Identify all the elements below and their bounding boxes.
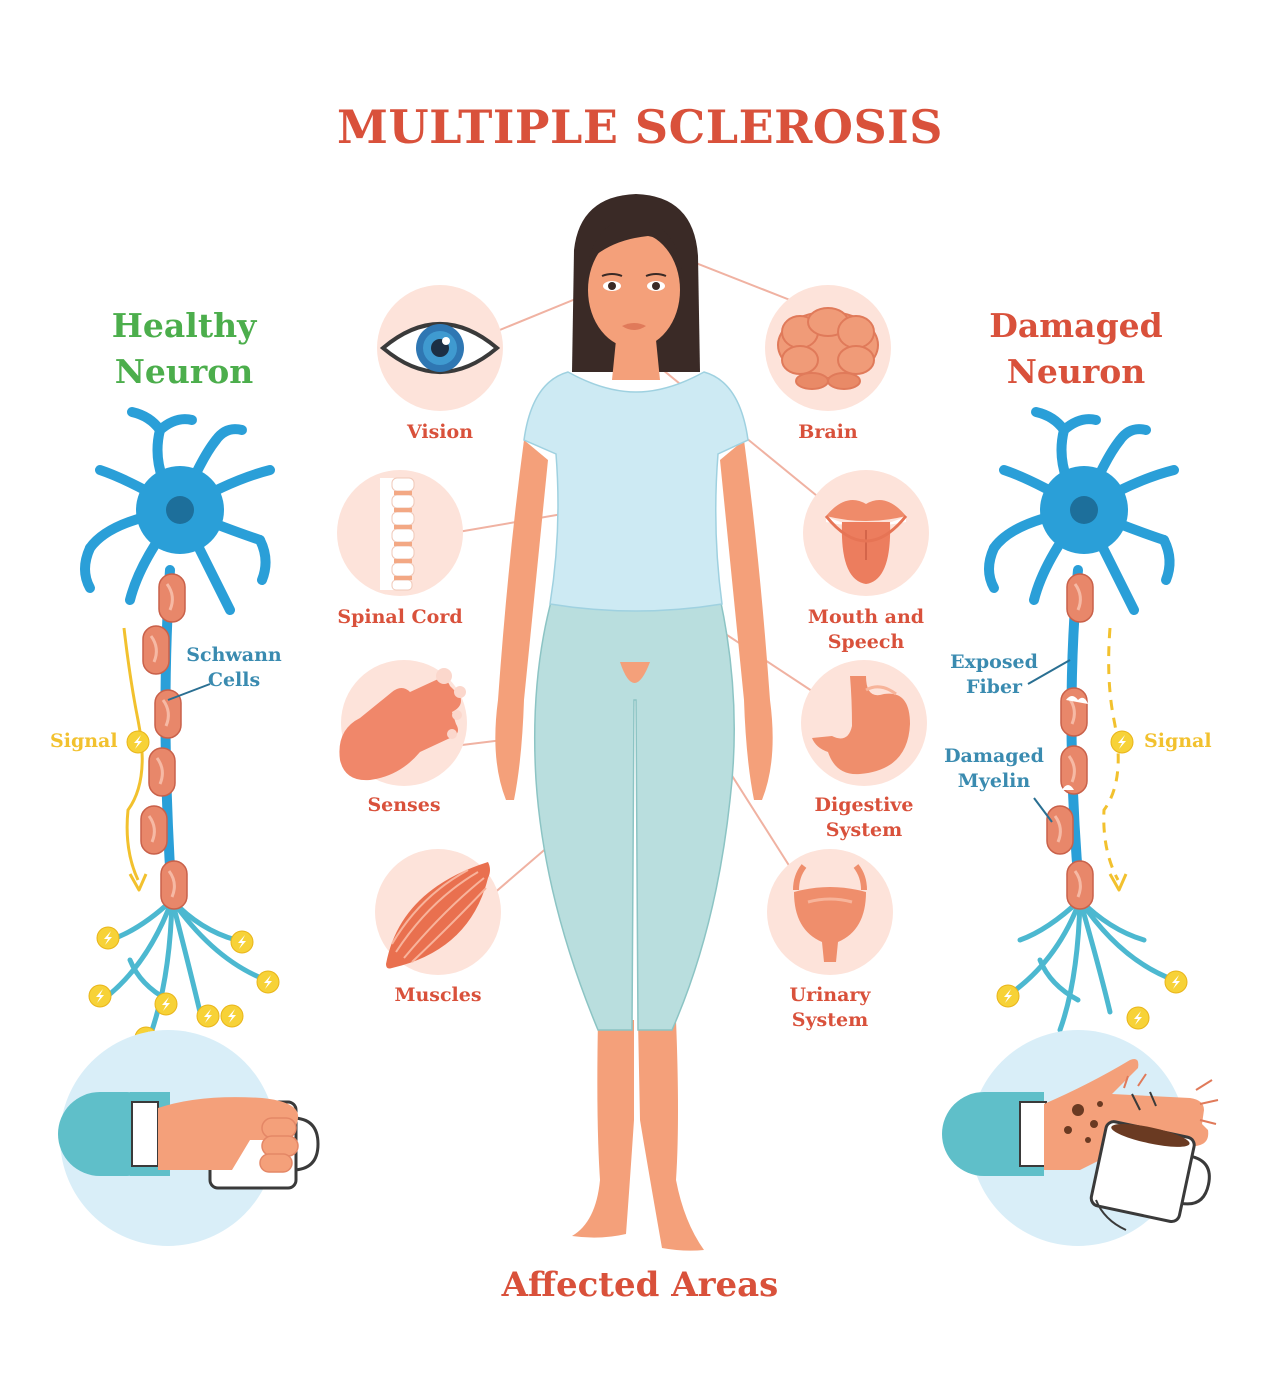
healthy-neuron-title: Healthy Neuron (84, 303, 284, 395)
exposed-line2: Fiber (965, 676, 1023, 698)
damaged-signal-arrow (1102, 627, 1120, 881)
healthy-title-line2: Neuron (114, 352, 254, 391)
muscles-label: Muscles (394, 984, 482, 1006)
exposed-line1: Exposed (950, 651, 1038, 673)
damaged-hand-scene (942, 1030, 1219, 1246)
senses-label: Senses (367, 794, 441, 816)
myelin-line2: Myelin (957, 770, 1031, 792)
muscles-circle-group (375, 849, 501, 975)
spinal-circle-group (337, 470, 463, 596)
bladder-icon (793, 864, 867, 962)
affected-areas-caption: Affected Areas (501, 1265, 779, 1305)
digestive-line2: System (825, 819, 903, 841)
schwann-line2: Cells (207, 669, 261, 691)
damaged-myelin-label: Damaged Myelin (944, 744, 1044, 794)
mouth-line1: Mouth and (807, 606, 925, 628)
mouth-line2: Speech (827, 631, 905, 653)
senses-circle-group (339, 660, 467, 786)
damaged-title-line1: Damaged (989, 306, 1163, 345)
eye-icon (379, 322, 501, 374)
brain-circle-group (765, 285, 891, 411)
healthy-title-line1: Healthy (111, 306, 257, 345)
mouth-icon (824, 500, 908, 584)
digestive-system-label: Digestive System (794, 793, 934, 843)
digestive-circle-group (801, 660, 927, 786)
mouth-circle-group (803, 470, 929, 596)
vision-label: Vision (406, 421, 474, 443)
healthy-hand-scene (58, 1030, 320, 1246)
healthy-signal-label: Signal (50, 730, 118, 752)
damaged-neuron-title: Damaged Neuron (966, 303, 1186, 395)
digestive-line1: Digestive (814, 794, 914, 816)
muscle-icon (386, 862, 490, 969)
schwann-pointer (167, 683, 211, 701)
urinary-line2: System (791, 1009, 869, 1031)
damaged-myelin (1045, 572, 1095, 911)
exposed-fiber-label: Exposed Fiber (944, 650, 1044, 700)
schwann-line1: Schwann (186, 644, 282, 666)
urinary-circle-group (767, 849, 893, 975)
damaged-title-line2: Neuron (1006, 352, 1146, 391)
schwann-cells-label: Schwann Cells (184, 643, 284, 693)
falling-mug-icon (1089, 1120, 1211, 1224)
brain-icon (777, 307, 879, 390)
spinal-cord-label: Spinal Cord (337, 606, 463, 628)
brain-label: Brain (798, 421, 858, 443)
damaged-signal-label: Signal (1144, 730, 1212, 752)
mouth-speech-label: Mouth and Speech (796, 605, 936, 655)
vision-circle-group (377, 285, 503, 411)
urinary-system-label: Urinary System (760, 983, 900, 1033)
hand-icon (339, 668, 466, 781)
stomach-icon (812, 676, 910, 775)
exposed-pointer (1027, 659, 1071, 685)
woman-figure (495, 194, 773, 1251)
spine-icon (380, 477, 415, 591)
urinary-line1: Urinary (789, 984, 871, 1006)
myelin-line1: Damaged (944, 745, 1044, 767)
healthy-signal-arrow (122, 627, 148, 892)
myelin-pointer (1033, 797, 1053, 823)
page-title: MULTIPLE SCLEROSIS (337, 100, 943, 154)
